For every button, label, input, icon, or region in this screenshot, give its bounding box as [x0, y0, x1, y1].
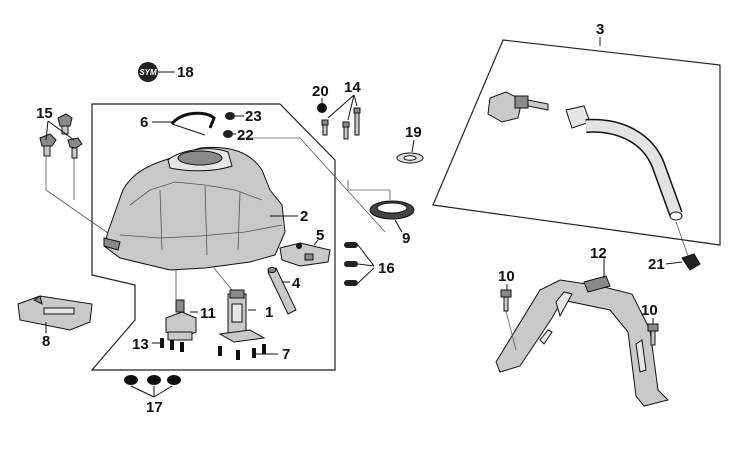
- leader-5: [313, 239, 319, 246]
- callout-12: 12: [590, 245, 607, 262]
- callout-11: 11: [200, 305, 216, 322]
- leader-17a: [130, 385, 155, 398]
- callout-21: 21: [648, 256, 665, 273]
- leader-21: [665, 261, 683, 265]
- bolt-10a-icon: [500, 289, 512, 312]
- leader-9: [394, 219, 403, 233]
- fuel-pump-icon: [218, 289, 266, 343]
- callout-20: 20: [312, 83, 329, 100]
- callout-3: 3: [596, 21, 604, 38]
- callout-10b: 10: [641, 302, 658, 319]
- callout-13: 13: [132, 336, 149, 353]
- fuel-hose-icon: [487, 91, 683, 221]
- callout-23: 23: [245, 108, 262, 125]
- callout-16: 16: [378, 260, 395, 277]
- leader-17c: [153, 385, 173, 398]
- callout-5: 5: [316, 227, 324, 244]
- logo-text: SYM: [139, 68, 157, 77]
- leader-16c: [357, 267, 375, 284]
- fuel-tank-icon: [103, 146, 286, 271]
- callout-18: 18: [177, 64, 194, 81]
- leader-14b: [347, 94, 355, 121]
- fuel-sensor-icon: [279, 242, 331, 267]
- callout-10a: 10: [498, 268, 515, 285]
- callout-1: 1: [265, 304, 273, 321]
- lock-ring-icon: [369, 200, 415, 220]
- bolt-10b-icon: [647, 323, 659, 346]
- leader-15a: [45, 120, 49, 141]
- leader-14c: [353, 94, 358, 107]
- sym-logo-icon: SYM: [138, 62, 158, 82]
- drain-tube-icon: [267, 267, 297, 315]
- washer-icon: [396, 152, 424, 164]
- leader-16a: [357, 244, 375, 267]
- clip-icon: [681, 253, 701, 271]
- grommets-icon: [344, 242, 358, 286]
- callout-6: 6: [140, 114, 148, 131]
- front-bracket-icon: [17, 295, 93, 331]
- callout-2: 2: [300, 208, 308, 225]
- callout-8: 8: [42, 333, 50, 350]
- bracket-bolts-icon: [39, 113, 83, 159]
- o-ring-22-icon: [223, 130, 233, 138]
- guide-15b: [45, 189, 119, 241]
- screws-13-icon: [160, 338, 184, 352]
- rubber-feet-icon: [124, 375, 181, 385]
- rear-bracket-icon: [495, 275, 669, 407]
- breather-wire-icon: [170, 111, 216, 136]
- leader-14a: [327, 94, 355, 119]
- tank-group-outline: [90, 103, 336, 371]
- hose-group-outline: [432, 39, 721, 246]
- callout-14: 14: [344, 79, 361, 96]
- guide-22b: [299, 137, 386, 233]
- callout-15: 15: [36, 105, 53, 122]
- leader-16b: [357, 263, 375, 267]
- guide-21: [675, 221, 689, 257]
- callout-17: 17: [146, 399, 163, 416]
- nut-icon: [317, 103, 327, 113]
- fuel-valve-icon: [165, 299, 197, 341]
- callout-9: 9: [402, 230, 410, 247]
- o-ring-23-icon: [225, 112, 235, 120]
- leader-15b: [47, 120, 75, 141]
- screws-7-icon: [218, 344, 266, 360]
- callout-7: 7: [282, 346, 290, 363]
- guide-tank-b: [213, 267, 233, 291]
- guide-10a: [505, 310, 517, 351]
- guide-9: [347, 180, 391, 200]
- callout-19: 19: [405, 124, 422, 141]
- callout-22: 22: [237, 127, 254, 144]
- callout-4: 4: [292, 275, 301, 292]
- bolts-14-icon: [321, 107, 361, 140]
- leader-19: [411, 139, 415, 153]
